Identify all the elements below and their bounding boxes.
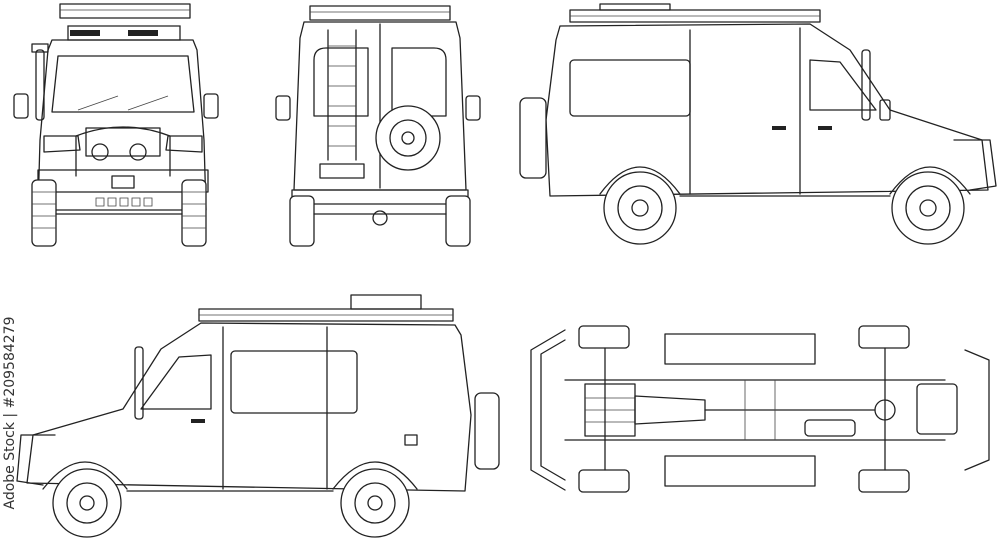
right-side-view (510, 0, 1000, 250)
rear-wheel (604, 172, 676, 244)
right-mirror (204, 94, 218, 118)
rear-right-tire (859, 470, 909, 492)
rear-window-right (392, 48, 446, 116)
rear-bumper (292, 190, 468, 204)
rear-wheel (341, 469, 409, 537)
van-body (27, 323, 471, 491)
spare-tire (520, 98, 546, 178)
front-view (8, 0, 223, 250)
bull-bar (76, 127, 170, 176)
front-left-tire (579, 326, 629, 348)
rear-view (270, 0, 485, 250)
rear-bumper (965, 350, 989, 470)
fuel-tank (917, 384, 957, 434)
transmission (635, 396, 705, 424)
rear-window-left (314, 48, 368, 116)
front-bull-bar (531, 330, 565, 490)
spare-tire (475, 393, 499, 469)
front-right-tire (182, 180, 206, 246)
snorkel (36, 50, 44, 120)
front-right-tire (579, 470, 629, 492)
roof-rack (60, 4, 190, 40)
underside-chassis-view (525, 320, 1000, 500)
front-wheel (53, 469, 121, 537)
watermark: Adobe Stock | #209584279 (0, 290, 22, 544)
cab-window (810, 60, 876, 110)
snorkel (862, 50, 870, 120)
side-window (231, 351, 357, 413)
roof-rack (570, 4, 820, 22)
side-window (570, 60, 690, 116)
bull-bar (954, 140, 996, 190)
ladder (328, 30, 356, 160)
rear-left-tire (859, 326, 909, 348)
van-body (546, 24, 988, 196)
roof-rack (310, 6, 450, 20)
roof-rack (199, 295, 453, 321)
snorkel (135, 347, 143, 419)
watermark-text: Adobe Stock | #209584279 (2, 316, 18, 510)
front-left-tire (32, 180, 56, 246)
bull-bar (17, 435, 55, 485)
license-plate (320, 164, 364, 178)
frame-rails (565, 380, 945, 440)
muffler (805, 420, 855, 436)
cab-window (141, 355, 211, 409)
left-side-view (15, 285, 505, 540)
cab-body (38, 40, 206, 210)
grille (86, 128, 160, 156)
front-wheel (892, 172, 964, 244)
windshield (52, 56, 194, 112)
spare-tire (376, 106, 440, 170)
left-mirror (14, 94, 28, 118)
